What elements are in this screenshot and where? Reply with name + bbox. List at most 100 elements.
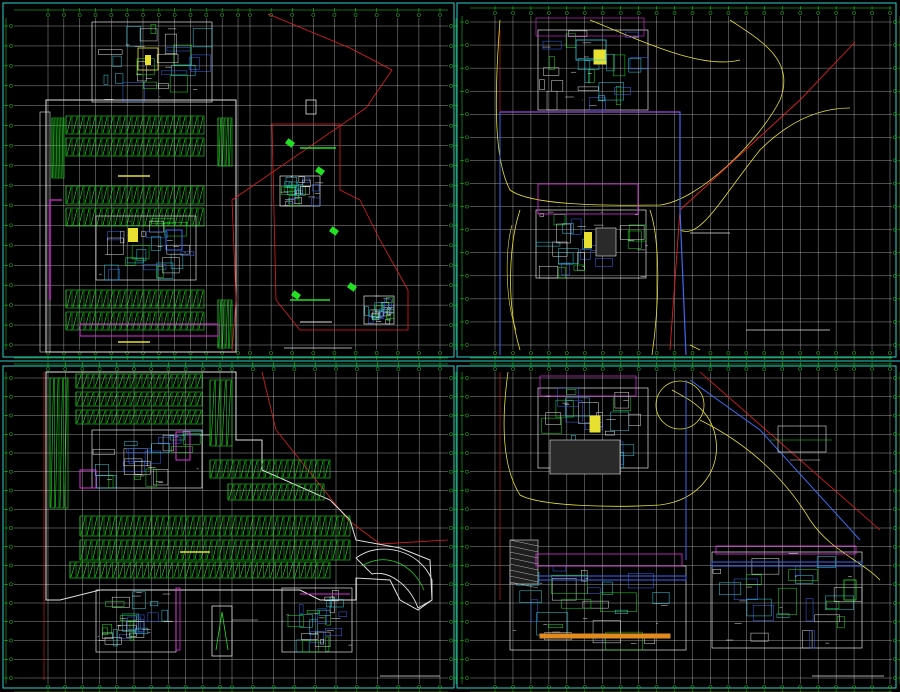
parking-stall-mark xyxy=(72,208,78,226)
parking-stall-mark xyxy=(76,562,82,578)
axis-bubble xyxy=(600,11,605,15)
parking-stall-mark xyxy=(229,300,232,348)
axis-bubble xyxy=(9,83,13,88)
axis-bubble xyxy=(708,685,713,689)
room xyxy=(118,624,137,631)
parking-stall-mark xyxy=(260,516,266,536)
room xyxy=(299,614,313,628)
axis-bubble xyxy=(9,203,13,208)
parking-stall-mark xyxy=(278,516,284,536)
axis-bubble xyxy=(564,11,569,15)
parking-row-top-left xyxy=(65,311,205,331)
parking-stall-mark xyxy=(136,392,142,406)
axis-bubble xyxy=(63,367,68,371)
parking-stall-mark xyxy=(152,516,158,536)
parking-stall-mark xyxy=(82,410,88,424)
parking-stall-mark xyxy=(184,392,190,406)
core-outline xyxy=(279,175,321,207)
parking-stall-mark xyxy=(264,562,269,578)
axis-bubble xyxy=(465,158,469,163)
axis-bubble xyxy=(9,24,13,28)
parking-stall-mark xyxy=(120,208,126,226)
room xyxy=(113,629,118,647)
parking-stall-mark xyxy=(146,540,152,560)
parking-stall-mark xyxy=(94,410,100,424)
pump-room xyxy=(165,229,183,251)
room xyxy=(150,601,159,607)
parking-stall-mark xyxy=(128,540,134,560)
axis-bubble xyxy=(172,13,177,17)
parking-stall-mark xyxy=(131,562,136,578)
room xyxy=(587,587,601,594)
parking-stall-mark xyxy=(84,312,90,330)
hatch-line xyxy=(509,557,539,565)
parking-stall-mark xyxy=(312,562,318,578)
axis-bubble xyxy=(183,685,188,689)
parking-stall-mark xyxy=(218,118,221,166)
room xyxy=(584,60,591,83)
parking-stall-mark xyxy=(192,312,198,330)
axis-bubble xyxy=(465,320,469,324)
parking-stall-mark xyxy=(90,138,96,156)
parking-stall-mark xyxy=(312,484,318,500)
hatch-line xyxy=(509,575,539,583)
hatched-ramp xyxy=(509,539,539,585)
parking-stall-mark xyxy=(110,516,116,536)
parking-stall-mark xyxy=(186,138,192,156)
parking-stall-mark xyxy=(120,116,126,134)
axis-bubble xyxy=(465,638,469,643)
parking-stall-mark xyxy=(98,516,104,536)
axis-bubble xyxy=(465,676,469,680)
axis-bubble xyxy=(395,13,400,17)
parking-stall-mark xyxy=(88,410,94,424)
axis-bubble xyxy=(816,367,821,371)
axis-bubble xyxy=(114,685,119,689)
parking-stall-mark xyxy=(126,208,132,226)
axis-bubble xyxy=(9,183,13,188)
room xyxy=(752,605,774,622)
axis-bubble xyxy=(449,64,453,68)
axis-bubble xyxy=(9,143,13,148)
parking-stall-mark xyxy=(200,540,206,560)
axis-bubble xyxy=(236,351,240,355)
axis-bubble xyxy=(726,11,731,15)
axis-bubble xyxy=(465,297,469,301)
axis-bubble xyxy=(311,351,316,355)
axis-bubble xyxy=(744,351,749,355)
room xyxy=(162,257,180,274)
parking-stall-mark xyxy=(218,300,221,348)
parking-stall-mark xyxy=(102,116,108,134)
room xyxy=(158,83,169,89)
tower-podium xyxy=(535,17,645,37)
parking-stall-mark xyxy=(190,392,196,406)
parking-row-angled xyxy=(209,459,331,479)
parking-stall-mark xyxy=(82,374,88,388)
room xyxy=(288,195,300,207)
parking-stall-mark xyxy=(108,186,114,204)
room xyxy=(284,181,292,186)
site-boundary xyxy=(231,13,393,353)
ramp-box xyxy=(211,605,233,657)
axis-bubble xyxy=(547,351,551,355)
parking-stall-mark xyxy=(88,374,94,388)
detail-marker xyxy=(347,282,357,292)
parking-stall-mark xyxy=(96,208,102,226)
room xyxy=(543,67,560,76)
axis-bubble xyxy=(893,135,897,140)
room xyxy=(380,311,385,320)
axis-bubble xyxy=(529,11,533,15)
road-edge xyxy=(510,209,521,351)
axis-bubble xyxy=(582,11,587,15)
elevator-fill xyxy=(145,55,151,65)
curved-ramp xyxy=(355,548,433,609)
axis-bubble xyxy=(654,367,659,371)
room xyxy=(565,397,590,417)
parking-stall-mark xyxy=(76,392,82,406)
axis-bubble xyxy=(493,685,497,689)
axis-bubble xyxy=(200,367,205,371)
parking-stall-mark xyxy=(126,290,132,308)
parking-stall-mark xyxy=(160,392,166,406)
axis-bubble xyxy=(465,469,469,474)
parking-stall-mark xyxy=(210,380,215,446)
room xyxy=(143,81,157,89)
